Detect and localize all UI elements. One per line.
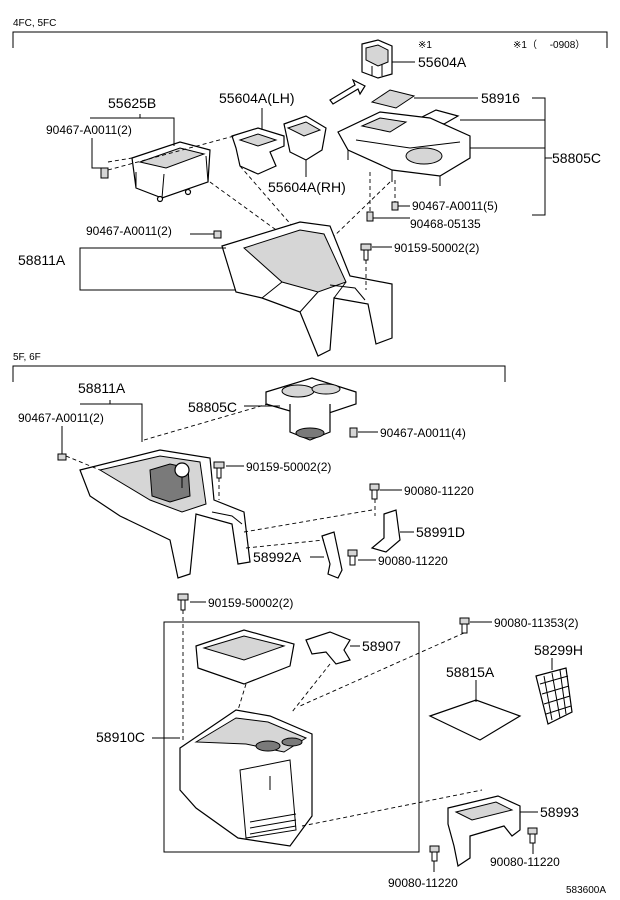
label-90080-11220-d: 90080-11220: [388, 876, 458, 890]
label-90080-11353-2: 90080-11353(2): [494, 616, 579, 630]
part-58805C-top-illustration: [337, 111, 471, 186]
label-58910C: 58910C: [96, 729, 145, 745]
part-58907-illustration: [305, 631, 351, 665]
screw-illustration: [369, 483, 380, 500]
screw-illustration: [213, 461, 225, 479]
label-90467-A0011-4: 90467-A0011(4): [380, 426, 466, 440]
label-90467-A0011-5: 90467-A0011(5): [412, 199, 498, 213]
label-55604A-LH: 55604A(LH): [219, 90, 295, 106]
label-90467-A0011-2-a: 90467-A0011(2): [46, 123, 132, 137]
clip-illustration: [213, 230, 222, 239]
screw-illustration: [429, 845, 440, 862]
part-58910C-illustration: [179, 709, 313, 847]
screw-illustration: [347, 549, 358, 566]
screw-illustration: [527, 827, 538, 844]
part-55604A-clip-illustration: [361, 39, 393, 79]
part-58811A-bottom-illustration: [79, 449, 251, 579]
part-55625B-illustration: [131, 141, 211, 203]
label-90159-50002-2-low: 90159-50002(2): [208, 596, 293, 610]
label-55604A: 55604A: [418, 54, 467, 70]
clip-illustration: [349, 427, 358, 438]
label-58811A-bottom: 58811A: [78, 380, 126, 396]
label-90080-11220-a: 90080-11220: [404, 484, 474, 498]
label-58991D: 58991D: [416, 524, 465, 540]
label-58993: 58993: [540, 804, 579, 820]
label-58811A-top: 58811A: [18, 252, 66, 268]
screw-illustration: [459, 617, 470, 634]
label-90080-11220-c: 90080-11220: [490, 855, 560, 869]
clip-illustration: [100, 167, 109, 179]
part-55604A-RH-illustration: [283, 115, 327, 161]
label-90467-A0011-2-b: 90467-A0011(2): [86, 224, 172, 238]
label-55625B: 55625B: [108, 95, 156, 111]
section-bracket-top: [12, 31, 608, 48]
screw-illustration: [177, 593, 189, 611]
label-58916: 58916: [481, 90, 520, 106]
part-58299H-net-illustration: [535, 667, 573, 725]
section-label-top: 4FC, 5FC: [13, 18, 56, 29]
label-90468-05135: 90468-05135: [410, 217, 481, 231]
bracket-58805C: [532, 97, 546, 216]
label-58299H: 58299H: [534, 642, 583, 658]
screw-illustration: [360, 243, 372, 261]
armrest-lid-illustration: [195, 629, 295, 685]
label-58907: 58907: [362, 638, 401, 654]
label-90159-50002-2-mid: 90159-50002(2): [246, 460, 331, 474]
part-58805C-bottom-illustration: [265, 377, 357, 441]
label-90467-A0011-2-c: 90467-A0011(2): [18, 411, 104, 425]
clip-illustration: [57, 453, 67, 461]
label-58815A: 58815A: [446, 664, 495, 680]
label-58992A: 58992A: [253, 549, 302, 565]
label-90080-11220-b: 90080-11220: [378, 554, 448, 568]
part-58993-illustration: [447, 795, 521, 867]
part-58916-pad-illustration: [370, 89, 416, 109]
footnote-mark: ※1: [418, 40, 432, 51]
console-box-frame: [163, 621, 420, 853]
section-label-bottom: 5F, 6F: [13, 352, 41, 363]
part-58815A-illustration: [428, 699, 522, 741]
label-55604A-RH: 55604A(RH): [268, 179, 346, 195]
part-58811A-top-illustration: [221, 221, 393, 357]
part-58992A-illustration: [321, 531, 343, 579]
section-bracket-bottom: [12, 365, 506, 382]
label-90159-50002-2-top: 90159-50002(2): [394, 241, 479, 255]
footnote-range: ※1（ -0908）: [513, 39, 585, 51]
label-58805C-bottom: 58805C: [188, 399, 237, 415]
clip-illustration: [391, 201, 399, 211]
label-58805C-top: 58805C: [552, 150, 601, 166]
part-58991D-illustration: [370, 509, 401, 553]
direction-arrow: [329, 78, 366, 105]
clip-illustration: [366, 211, 374, 222]
part-55604A-LH-illustration: [231, 127, 285, 175]
diagram-id: 583600A: [566, 885, 606, 896]
